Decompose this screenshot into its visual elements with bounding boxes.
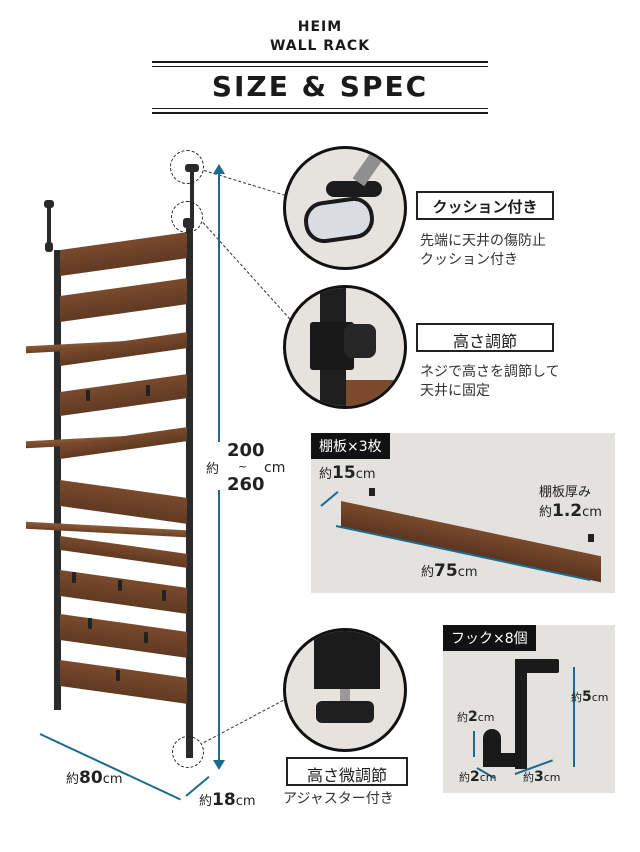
height-arrow-lower <box>218 490 220 762</box>
hook-tip-label: 約2cm <box>457 709 495 725</box>
right-pole <box>186 228 193 758</box>
adjuster-detail-photo <box>283 628 407 752</box>
cushion-detail-photo <box>283 146 407 270</box>
shelf-length-label: 約75cm <box>421 561 478 581</box>
rack-hook <box>144 632 148 643</box>
left-top-pad <box>44 200 54 208</box>
slat-10 <box>60 660 187 704</box>
leader-line-screw <box>202 222 298 327</box>
slat-3 <box>60 332 187 366</box>
shelf-bracket-icon <box>369 488 375 496</box>
feature-label-adjuster: 高さ微調節 <box>286 757 408 786</box>
shelf-thickness-title: 棚板厚み <box>539 485 592 500</box>
arrow-up-icon <box>213 164 225 174</box>
slat-8 <box>60 570 187 614</box>
left-screw <box>45 242 53 252</box>
cushion-pad-icon <box>301 194 377 246</box>
title-rule-bottom-thin <box>152 108 488 109</box>
height-arrow-upper <box>218 172 220 442</box>
arrow-down-icon <box>213 760 225 770</box>
right-top-rod <box>190 168 194 228</box>
feature-desc-adjuster: アジャスター付き <box>283 791 394 807</box>
shelf-3 <box>26 521 186 538</box>
feature-desc-height-1: ネジで高さを調節して <box>420 364 560 380</box>
feature-desc-height-2: 天井に固定 <box>420 383 490 399</box>
feature-label-height: 高さ調節 <box>416 323 554 352</box>
title-rule-top-thin <box>152 66 488 67</box>
width-dimension: 約80cm <box>66 768 123 788</box>
page-title: SIZE & SPEC <box>211 70 429 103</box>
hook-icon-vertical <box>515 659 527 769</box>
slat-5 <box>60 427 187 459</box>
rack-hook <box>146 385 150 396</box>
callout-circle-screw <box>171 201 203 233</box>
rack-hook <box>88 618 92 629</box>
hook-depth-label: 約3cm <box>523 769 561 785</box>
pole-foot-icon <box>314 631 380 689</box>
rack-hook <box>162 590 166 601</box>
width-arrow <box>39 733 181 801</box>
wood-edge-icon <box>346 380 404 406</box>
depth-dimension: 約18cm <box>199 790 256 810</box>
slat-9 <box>60 614 187 658</box>
height-unit: cm <box>264 460 286 476</box>
left-pole <box>54 250 61 710</box>
slat-1 <box>60 232 187 276</box>
threaded-stem-icon <box>340 689 350 703</box>
shelf-depth-label: 約15cm <box>319 463 376 483</box>
shelf-depth-arrow <box>320 491 339 507</box>
hook-icon-tip <box>483 729 501 767</box>
callout-circle-adjuster <box>172 736 204 768</box>
slat-7 <box>60 536 187 568</box>
brand-name: HEIM <box>297 19 343 35</box>
slat-6 <box>60 480 187 524</box>
height-prefix: 約 <box>206 462 220 477</box>
left-top-rod <box>47 205 51 245</box>
rack-hook <box>86 390 90 401</box>
shelf-panel-tag: 棚板×3枚 <box>311 433 390 459</box>
feature-desc-cushion-2: クッション付き <box>420 252 518 268</box>
hook-height-arrow <box>573 667 575 767</box>
shelf-thickness-label: 約1.2cm <box>539 501 602 521</box>
hook-panel-tag: フック×8個 <box>443 625 536 651</box>
title-rule-top <box>152 61 488 63</box>
rack-hook <box>116 670 120 681</box>
height-min: 200 <box>227 440 265 461</box>
product-name: WALL RACK <box>269 38 371 54</box>
callout-circle-cushion <box>170 150 204 184</box>
wing-knob-icon <box>326 181 382 197</box>
rack-hook <box>118 580 122 591</box>
feature-label-cushion: クッション付き <box>416 191 554 220</box>
shelf-spec-panel: 棚板×3枚 約15cm 約75cm 棚板厚み 約1.2cm <box>311 433 615 593</box>
screw-detail-photo <box>283 285 407 409</box>
hook-spec-panel: フック×8個 約5cm 約2cm 約2cm 約3cm <box>443 625 615 793</box>
hook-height-label: 約5cm <box>571 689 609 705</box>
rack-hook <box>72 572 76 583</box>
feature-desc-cushion-1: 先端に天井の傷防止 <box>420 233 546 249</box>
shelf-bracket-icon <box>588 534 594 542</box>
hook-tip-arrow <box>473 731 475 757</box>
hook-width-label: 約2cm <box>459 769 497 785</box>
adjuster-foot-icon <box>316 701 374 723</box>
leader-line-cushion <box>203 170 291 198</box>
height-max: 260 <box>227 474 265 495</box>
height-separator: ~ <box>238 460 248 473</box>
title-rule-bottom <box>152 112 488 114</box>
slat-4 <box>60 374 187 416</box>
slat-2 <box>60 278 187 322</box>
height-screw-icon <box>344 324 376 358</box>
